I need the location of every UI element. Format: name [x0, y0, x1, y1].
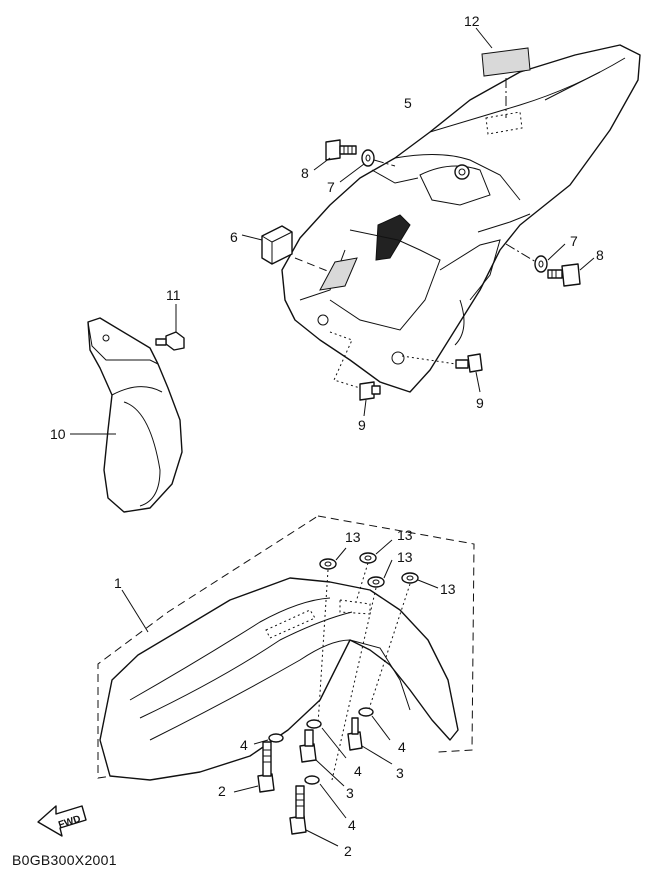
part-7-washer-right [505, 243, 566, 273]
callout-4-b: 4 [354, 763, 362, 779]
callout-3-b: 3 [396, 765, 404, 781]
part-2-bolts [233, 741, 339, 847]
fwd-arrow-icon: FWD [37, 805, 87, 837]
callout-7-left: 7 [327, 179, 335, 195]
part-4-washers [253, 707, 391, 819]
part-9-bolt-lower [329, 331, 381, 417]
callout-2-a: 2 [218, 783, 226, 799]
part-13-washers [317, 539, 439, 781]
part-11-bolt [155, 304, 185, 351]
callout-4-d: 4 [398, 739, 406, 755]
callout-6: 6 [230, 229, 238, 245]
callout-2-b: 2 [344, 843, 352, 859]
callout-10: 10 [50, 426, 66, 442]
callout-12: 12 [464, 13, 480, 29]
callout-3-a: 3 [346, 785, 354, 801]
front-fender [99, 577, 459, 781]
part-6-pad [241, 225, 331, 273]
part-8-bolt-upper-left [313, 139, 357, 171]
callout-13-b: 13 [397, 527, 413, 543]
callout-9-lower: 9 [358, 417, 366, 433]
part-7-washer-upper-left [339, 149, 396, 183]
callout-7-right: 7 [570, 233, 578, 249]
callout-11: 11 [166, 287, 181, 303]
callout-13-c: 13 [397, 549, 413, 565]
callout-8-left: 8 [301, 165, 309, 181]
part-12-label [475, 27, 531, 135]
part-10-guard [70, 317, 183, 513]
callout-5: 5 [404, 95, 412, 111]
rear-fender [281, 44, 641, 393]
callout-4-a: 4 [240, 737, 248, 753]
callout-4-c: 4 [348, 817, 356, 833]
callout-8-right: 8 [596, 247, 604, 263]
callout-13-a: 13 [345, 529, 361, 545]
callout-9-right: 9 [476, 395, 484, 411]
part-8-bolt-right [547, 257, 595, 287]
part-9-bolt-right [401, 353, 483, 393]
catalog-code: B0GB300X2001 [12, 852, 117, 868]
callout-13-d: 13 [440, 581, 456, 597]
part-3-spacers [299, 717, 393, 787]
callout-1: 1 [114, 575, 122, 591]
